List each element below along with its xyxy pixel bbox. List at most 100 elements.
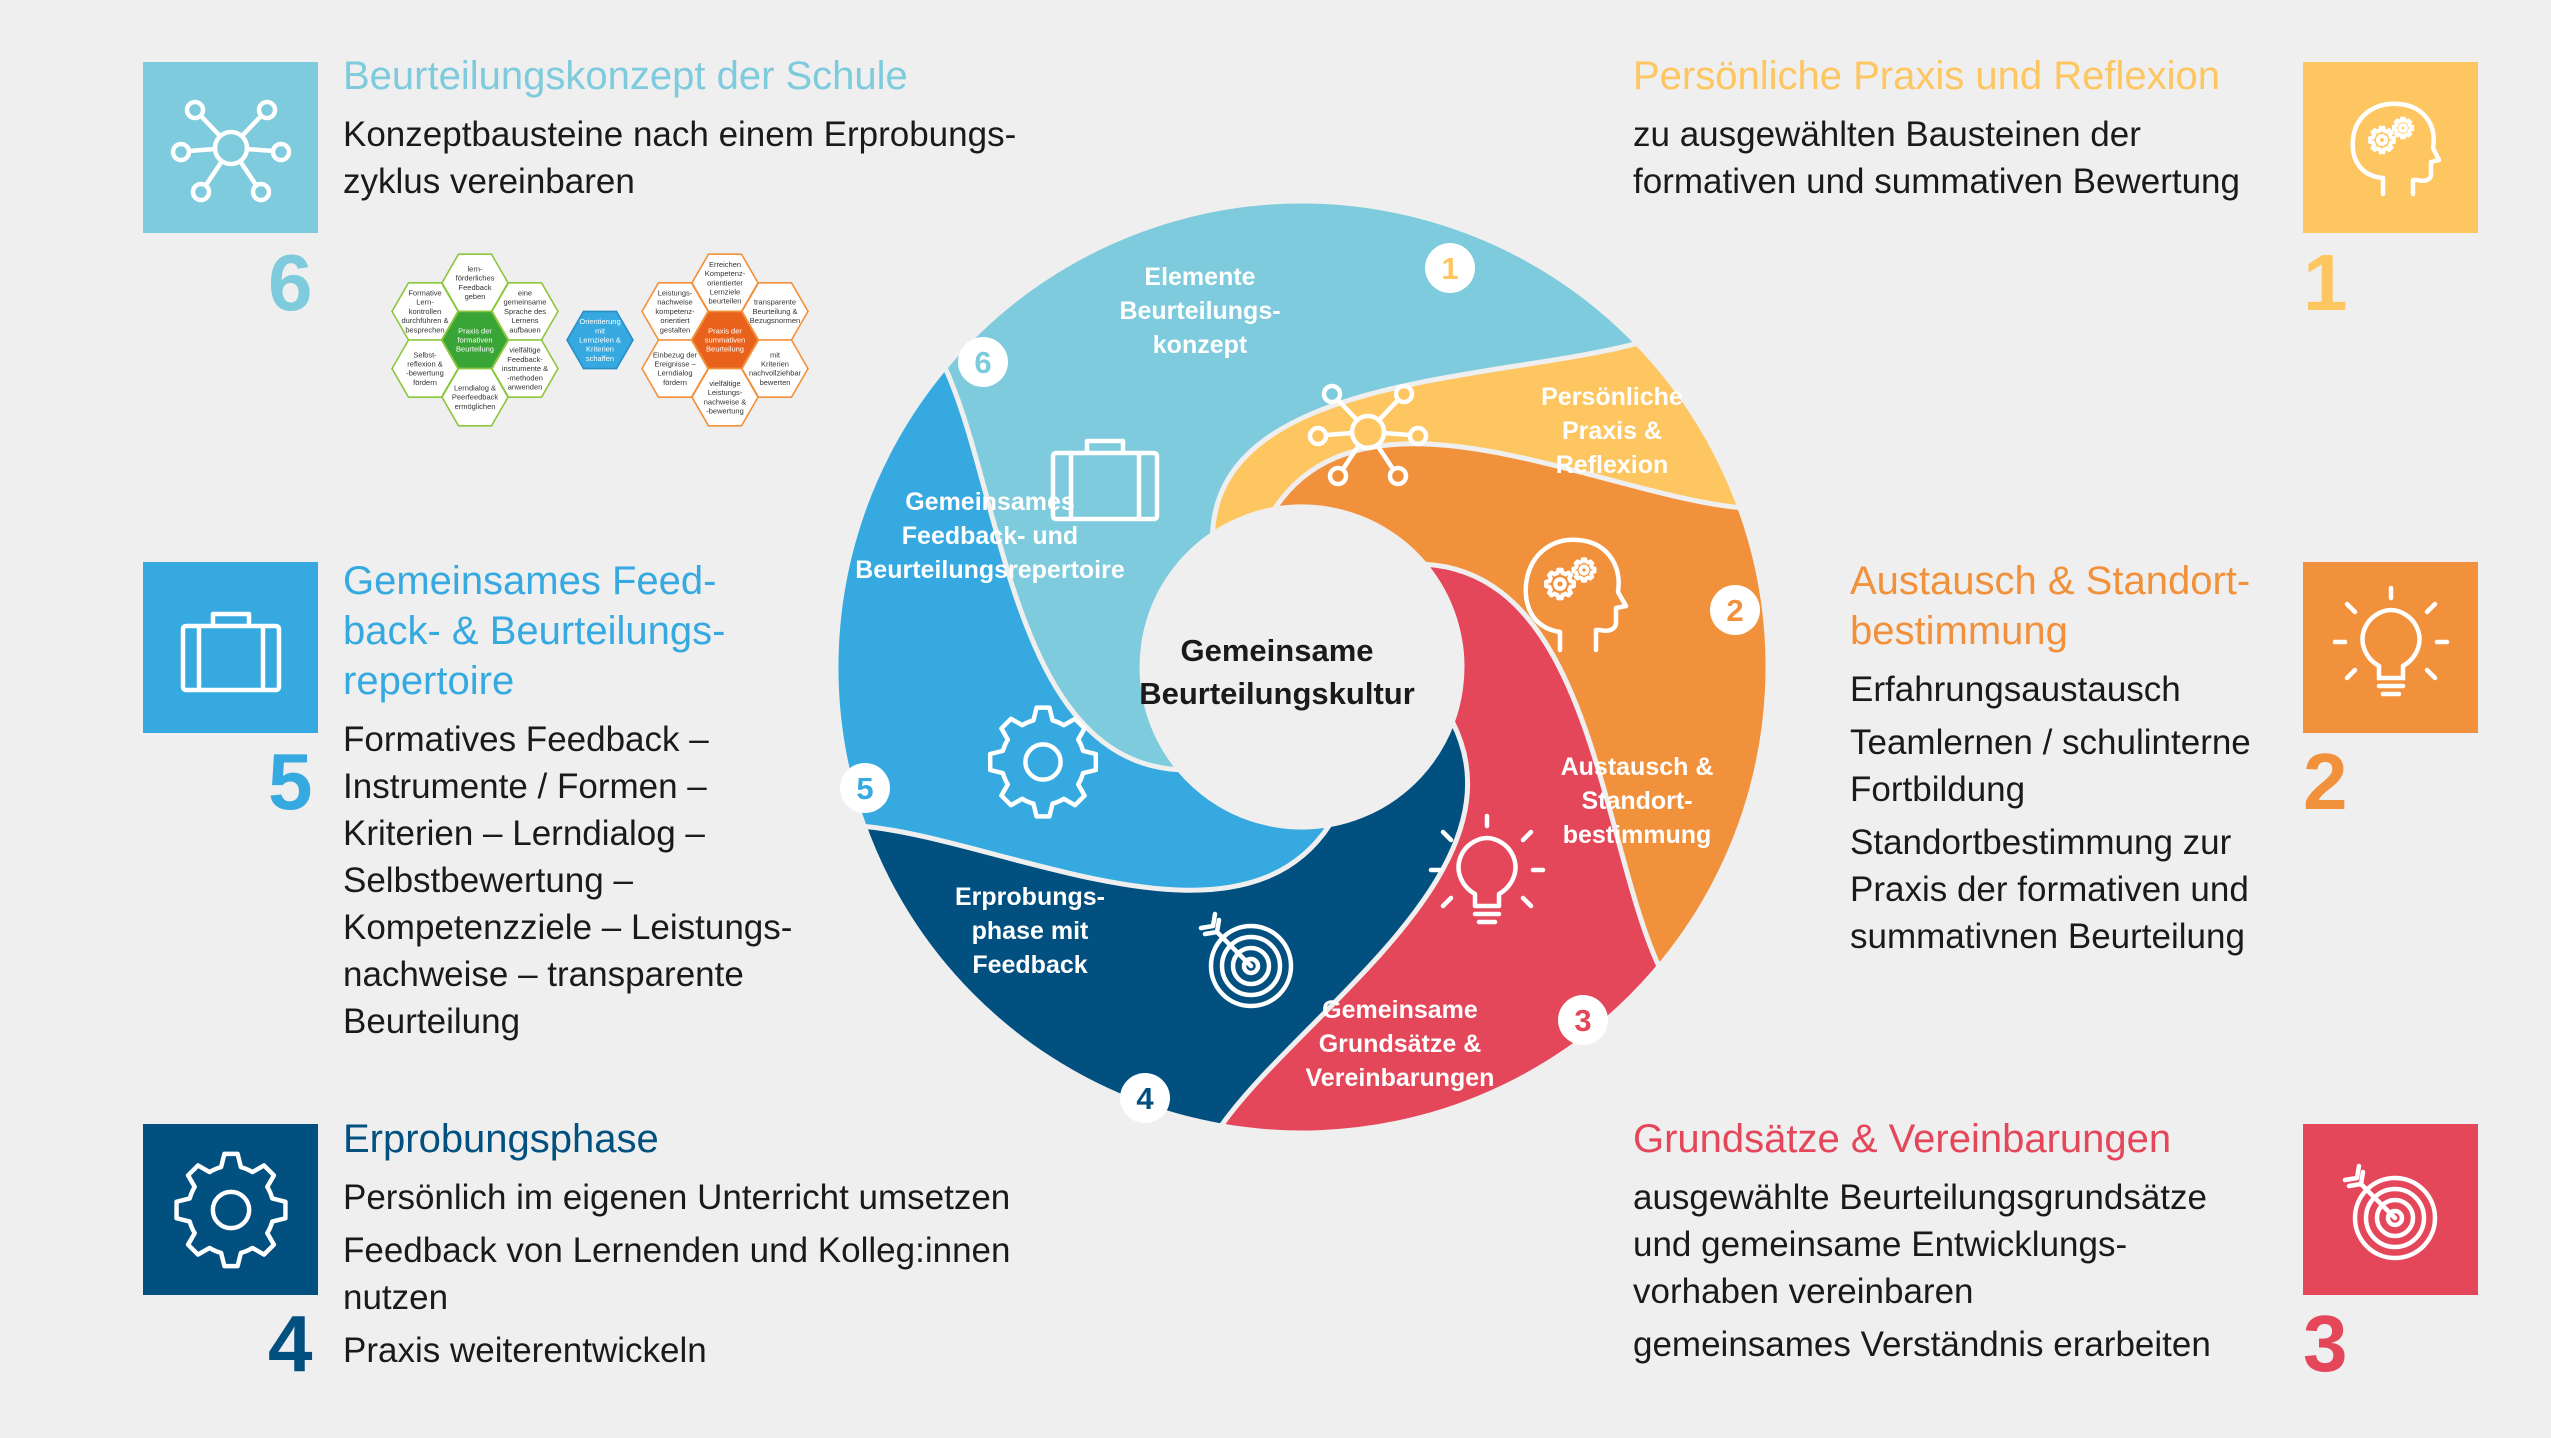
network-icon-box (143, 62, 318, 233)
block-5-text-line: Instrumente / Formen – (343, 767, 707, 806)
block-2-text-line: summativnen Beurteilung (1850, 917, 2245, 956)
hexagon-text-line: Erreichen (709, 260, 741, 269)
block-6: Beurteilungskonzept der Schule Konzeptba… (343, 51, 1063, 205)
segment-1-badge: 1 (1425, 243, 1475, 293)
cycle-segments (833, 198, 1771, 1136)
block-3: Grundsätze & Vereinbarungen ausgewählte … (1633, 1114, 2283, 1368)
segment-label-line: bestimmung (1563, 821, 1712, 849)
hexagon-text-line: gestalten (660, 325, 690, 334)
block-2-text-line: Praxis der formativen und (1850, 870, 2249, 909)
head-gears-icon (1523, 537, 1629, 653)
network-icon (170, 99, 291, 202)
target-icon (1198, 911, 1294, 1009)
segment-label-line: Erprobungs- (955, 883, 1105, 911)
hexagon-text-line: -bewertung (406, 369, 444, 378)
hexagon-text-line: summativen (705, 336, 745, 345)
block-4-title: Erprobungsphase (343, 1114, 1063, 1164)
cycle-segment-2 (1268, 441, 1771, 1123)
block-5-text-line: Kompetenzziele – Leistungs- (343, 908, 793, 947)
block-1-text-line: formativen und summativen Bewertung (1633, 162, 2240, 201)
hexagon-text-line: Feedback (459, 283, 492, 292)
hexagon-text-line: schaffen (586, 354, 614, 363)
block-3-number: 3 (2303, 1299, 2348, 1388)
hexagon-text-line: geben (465, 292, 486, 301)
hexagon-text-line: bewerten (760, 378, 791, 387)
block-1-title: Persönliche Praxis und Reflexion (1633, 51, 2283, 101)
hexagon-text-line: vielfältige (509, 346, 540, 355)
block-2-number: 2 (2303, 737, 2348, 826)
block-1: Persönliche Praxis und Reflexion zu ausg… (1633, 51, 2283, 205)
segment-badge-number: 4 (1136, 1081, 1154, 1116)
hexagon-text-line: durchführen & (401, 316, 448, 325)
segment-label-line: Gemeinsame (1322, 996, 1478, 1024)
cycle-segment-6 (942, 198, 1642, 773)
hexagon-text-line: Leistungs- (708, 388, 743, 397)
block-5-text-line: Kriterien – Lerndialog – (343, 814, 705, 853)
target-icon (2342, 1163, 2437, 1260)
hexagon-text-line: vielfältige (709, 379, 740, 388)
block-3-text-line: gemeinsames Verständnis erarbeiten (1633, 1325, 2211, 1364)
hexagon-text-line: lern- (467, 265, 483, 274)
block-3-title: Grundsätze & Vereinbarungen (1633, 1114, 2283, 1164)
hexagon-text-line: kontrollen (409, 307, 442, 316)
block-5-text-line: Beurteilung (343, 1002, 521, 1041)
block-2-text-line: Fortbildung (1850, 770, 2026, 809)
hexagon-text-line: Beurteilung & (752, 307, 797, 316)
block-4-number: 4 (268, 1299, 313, 1388)
block-5-text-line: Formatives Feedback – (343, 720, 709, 759)
block-4-text-line: nutzen (343, 1278, 449, 1317)
block-4-text-line: Praxis weiterentwickeln (343, 1331, 707, 1370)
cycle-segment-1 (1134, 205, 1771, 801)
block-1-title-line: Persönliche Praxis und Reflexion (1633, 54, 2220, 98)
segment-label-line: Beurteilungsrepertoire (855, 556, 1125, 584)
block-3-text-line: und gemeinsame Entwicklungs- (1633, 1225, 2128, 1264)
segment-label-line: konzept (1153, 331, 1248, 359)
hexagon-text-line: Leistungs- (658, 289, 693, 298)
segment-label-line: Persönliche (1541, 383, 1683, 411)
block-4-text-line: Feedback von Lernenden und Kolleg:innen (343, 1231, 1011, 1270)
segment-label-line: Vereinbarungen (1306, 1064, 1495, 1092)
hexagon-text-line: -bewertung (706, 407, 744, 416)
block-1-number: 1 (2303, 238, 2348, 327)
block-5-text-line: Selbstbewertung – (343, 861, 633, 900)
block-5-title-line: Gemeinsames Feed- (343, 559, 717, 603)
hexagon-text-line: besprechen (405, 325, 444, 334)
gear-icon-box (143, 1124, 318, 1295)
segment-2-badge: 2 (1710, 585, 1760, 635)
briefcase-icon (180, 611, 281, 692)
hexagon-text-line: -methoden (507, 373, 543, 382)
block-2: Austausch & Standort- bestimmung Erfahru… (1850, 556, 2290, 960)
segment-6-badge: 6 (958, 337, 1008, 387)
block-6-text-line: Konzeptbausteine nach einem Erprobungs- (343, 115, 1017, 154)
hexagon-text-line: beurteilen (709, 297, 742, 306)
segment-5-badge: 5 (840, 763, 890, 813)
hexagon-text-line: förderliches (456, 274, 495, 283)
hexagon-text-line: Lernzielen & (579, 336, 621, 345)
hexagon-text-line: Peerfeedback (452, 393, 499, 402)
segment-label-line: Standort- (1581, 787, 1692, 815)
segment-label-line: phase mit (972, 917, 1089, 945)
block-1-text-line: zu ausgewählten Bausteinen der (1633, 115, 2141, 154)
hexagon-text-line: nachweise & (704, 397, 747, 406)
segment-label-line: Feedback- und (902, 522, 1078, 550)
head-gears-icon-box (2303, 62, 2478, 233)
block-5-title-line: back- & Beurteilungs- (343, 609, 726, 653)
